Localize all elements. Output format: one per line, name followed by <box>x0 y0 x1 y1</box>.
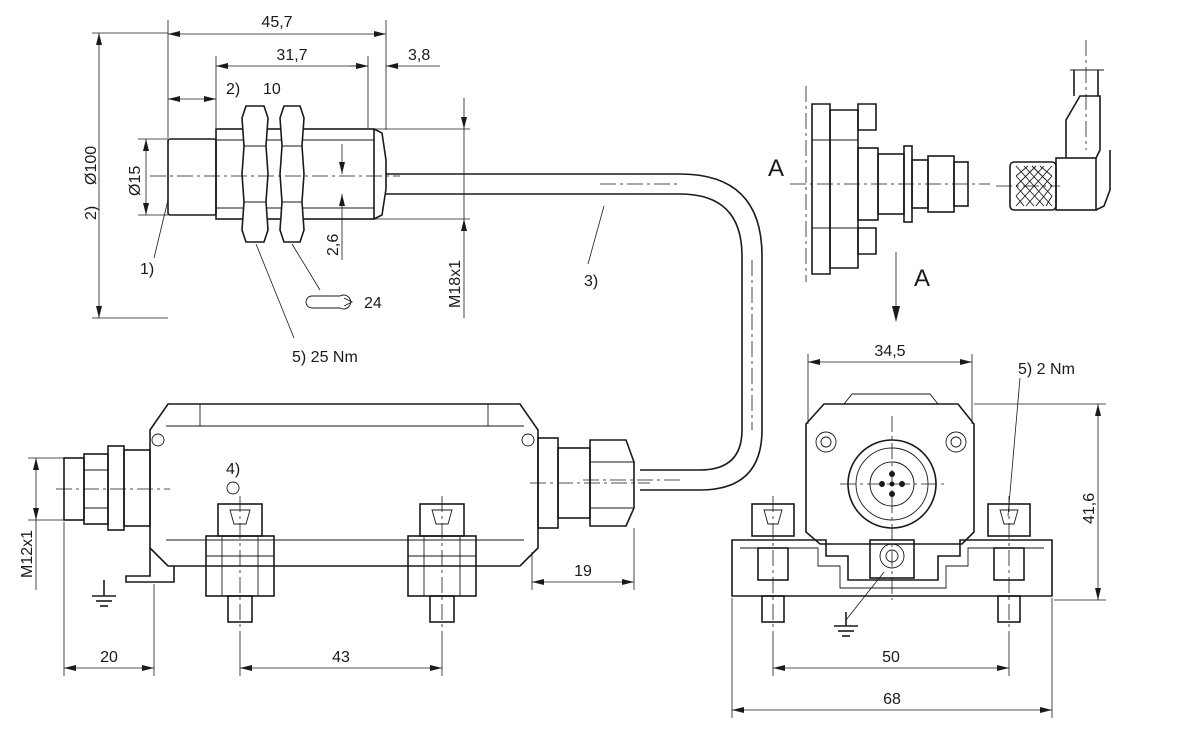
view-a-left-label: A <box>768 155 784 182</box>
dim-2-6-label: 2,6 <box>325 234 342 256</box>
ground-icon-left <box>92 580 116 607</box>
note-1: 1) <box>140 261 154 278</box>
note-3: 3) <box>584 273 598 290</box>
note-4: 4) <box>226 461 240 478</box>
note-2-top: 2) <box>226 81 240 98</box>
note-5-torque-25: 5) 25 Nm <box>292 349 358 366</box>
view-a: A A <box>768 40 1111 322</box>
led-indicator <box>226 481 240 495</box>
wrench-icon <box>305 294 354 310</box>
dim-68-label: 68 <box>883 691 901 708</box>
dim-20-label: 20 <box>100 649 118 666</box>
wrench-24-label: 24 <box>364 295 382 312</box>
front-view <box>731 393 1053 640</box>
sensor-dimensions: 45,7 31,7 3,8 2) 10 Ø100 2) Ø15 <box>83 14 470 366</box>
screw-icon-tr <box>945 431 967 453</box>
view-a-arrow-label: A <box>914 265 930 292</box>
thread-m18-label: M18x1 <box>447 260 464 308</box>
dim-3-8-label: 3,8 <box>408 47 430 64</box>
amplifier-housing: 4) <box>56 403 650 640</box>
dim-43-label: 43 <box>332 649 350 666</box>
dim-50-label: 50 <box>882 649 900 666</box>
note-5-torque-2: 5) 2 Nm <box>1018 361 1075 378</box>
ground-icon-right <box>834 612 858 637</box>
dia-15-label: Ø15 <box>127 166 144 196</box>
dim-41-6-label: 41,6 <box>1081 493 1098 524</box>
dim-10-label: 10 <box>263 81 281 98</box>
thread-m12-label: M12x1 <box>19 530 36 578</box>
screw-icon-tl <box>815 431 837 453</box>
angled-connector <box>996 40 1111 211</box>
dim-34-5-label: 34,5 <box>874 343 905 360</box>
front-view-dimensions: 34,5 5) 2 Nm 41,6 50 68 <box>731 343 1106 718</box>
note-2-left: 2) <box>83 206 100 220</box>
dim-19-label: 19 <box>574 563 592 580</box>
amplifier-dimensions: M12x1 20 43 19 <box>19 457 635 676</box>
dim-45-7-label: 45,7 <box>261 14 292 31</box>
cable: 3) <box>580 173 763 491</box>
dim-31-7-label: 31,7 <box>276 47 307 64</box>
sensor-view <box>150 105 640 243</box>
dia-100-label: Ø100 <box>83 146 100 185</box>
